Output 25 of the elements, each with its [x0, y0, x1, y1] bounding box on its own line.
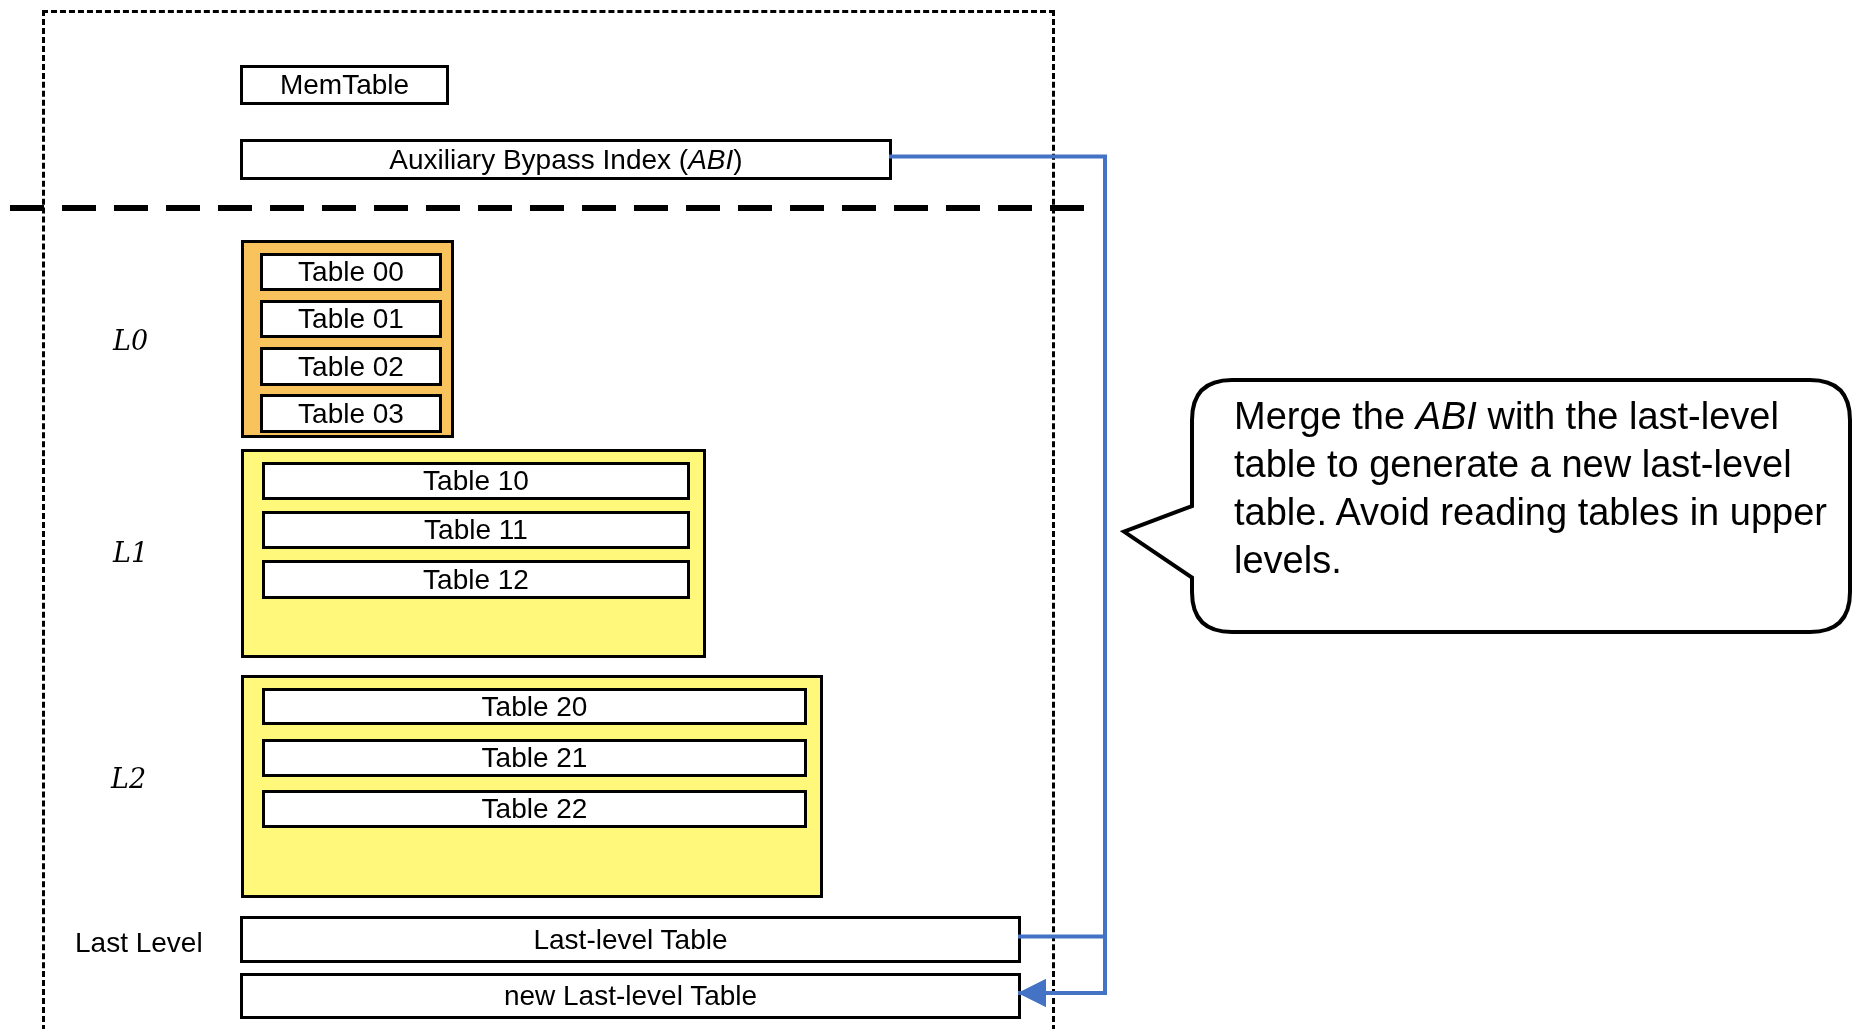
level-label: L2 [111, 763, 147, 794]
table-box: Table 03 [260, 394, 442, 433]
level-box [241, 240, 454, 438]
level-label: L0 [113, 325, 149, 356]
table-box: Table 02 [260, 347, 442, 386]
table-box: Last-level Table [240, 916, 1021, 963]
table-box: Table 21 [262, 739, 807, 777]
dashed-boundary [42, 10, 1055, 1029]
table-box: MemTable [240, 65, 449, 105]
table-box: Table 22 [262, 790, 807, 828]
table-box: Table 10 [262, 462, 690, 500]
callout-text: Merge the ABI with the last-level table to generate a new last-level table. Avoid reading tables in upper levels. [1234, 394, 1828, 583]
level-label: L1 [113, 537, 149, 568]
table-box: Table 12 [262, 560, 690, 599]
table-box: Table 00 [260, 253, 442, 291]
index-box: Auxiliary Bypass Index (ABI) [240, 139, 892, 180]
level-box [241, 449, 706, 658]
level-box [241, 675, 823, 898]
arrow [1018, 934, 1107, 1007]
speech-bubble [1120, 378, 1852, 634]
table-box: Table 11 [262, 511, 690, 549]
table-box: new Last-level Table [240, 973, 1021, 1019]
table-box: Table 01 [260, 300, 442, 338]
level-label: Last Level [75, 927, 203, 959]
table-box: Table 20 [262, 688, 807, 725]
